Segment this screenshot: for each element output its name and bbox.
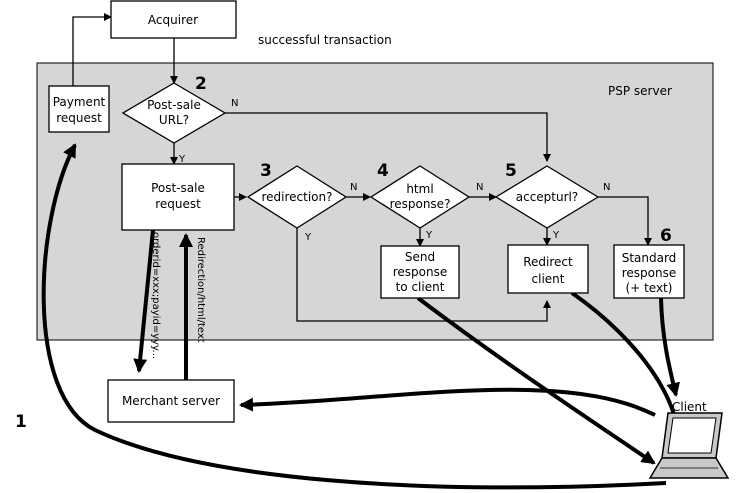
laptop-icon [648,412,730,479]
post-sale-request-line-2: request [155,197,201,211]
redirection-no-label: N [350,182,357,193]
caption-text: successful transaction [258,33,392,47]
arrow-client-to-merchant [239,387,656,417]
send-response-line-3: to client [396,280,445,294]
send-response-line-1: Send [405,250,435,264]
step-number-2: 2 [195,74,207,94]
merchant-server-label: Merchant server [122,394,220,408]
html-response-line-1: html [406,182,433,196]
redirection-yes-label: Y [304,232,312,243]
accepturl-decision: accepturl? [494,165,600,229]
step-number-1: 1 [15,412,27,432]
acquirer-box: Acquirer [110,0,237,39]
arrow-payment-to-acquirer [72,13,112,86]
post-sale-url-no-label: N [231,98,238,109]
send-response-box: Send response to client [380,245,460,299]
arrow-client-to-payment [41,143,667,490]
step-number-5: 5 [505,161,517,181]
accept-yes-label: Y [552,230,560,241]
acquirer-label: Acquirer [148,13,198,27]
standard-response-line-3: (+ text) [626,281,673,295]
label-from-merchant: Redirection/html/text [195,237,206,343]
payment-request-line-2: request [56,111,102,125]
post-sale-url-line-1: Post-sale [147,98,201,112]
redirect-client-line-1: Redirect [523,255,573,269]
label-to-merchant: orderid=xxx;payid=yyy... [150,232,161,359]
send-response-line-2: response [393,265,448,279]
step-number-3: 3 [260,161,272,181]
step-number-6: 6 [660,226,672,246]
payment-request-line-1: Payment [53,95,106,109]
post-sale-request-line-1: Post-sale [151,181,205,195]
step-number-4: 4 [377,161,389,181]
redirect-client-line-2: client [532,272,565,286]
arrow-postsale-url-no [225,112,551,162]
html-response-line-2: response? [390,197,451,211]
merchant-server-box: Merchant server [107,379,235,423]
accept-no-label: N [603,182,610,193]
post-sale-url-yes-label: Y [178,154,186,165]
post-sale-url-decision: Post-sale URL? [121,82,227,144]
redirect-client-box: Redirect client [507,244,589,294]
psp-server-label: PSP server [608,84,672,98]
arrow-postsale-to-merchant [133,229,155,373]
redirection-label: redirection? [261,190,332,204]
arrow-send-response-to-client [416,296,656,465]
arrow-standard-to-client [659,297,681,397]
payment-request-box: Payment request [48,85,110,133]
html-no-label: N [476,182,483,193]
html-response-decision: html response? [369,165,471,229]
arrow-redirection-yes [296,228,551,322]
redirection-decision: redirection? [246,165,348,229]
arrow-accept-no [598,196,652,246]
client-label: Client [672,400,707,414]
accepturl-label: accepturl? [516,190,579,204]
html-yes-label: Y [425,230,433,241]
standard-response-line-2: response [622,266,677,280]
post-sale-url-line-2: URL? [159,113,189,127]
post-sale-request-box: Post-sale request [121,163,235,231]
standard-response-box: Standard response (+ text) [613,244,685,299]
standard-response-line-1: Standard [622,251,677,265]
